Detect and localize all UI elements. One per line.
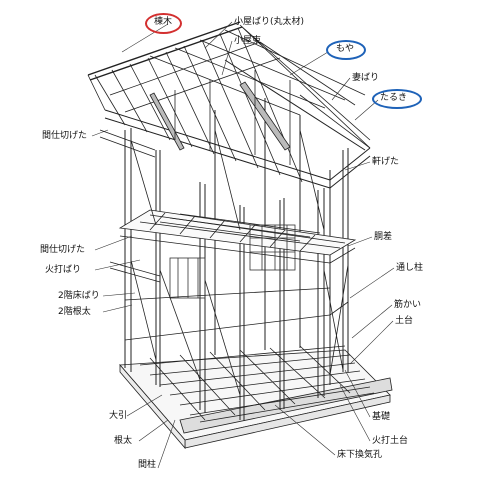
label-nikai-yukabari: 2階床ばり bbox=[58, 291, 100, 301]
label-moya: もや bbox=[336, 44, 355, 54]
label-mabashira: 間柱 bbox=[138, 460, 157, 470]
label-dodai: 土台 bbox=[395, 316, 414, 326]
label-kiso: 基礎 bbox=[372, 412, 391, 422]
highlight-red-munagi bbox=[145, 13, 182, 34]
eave-beams bbox=[104, 59, 371, 189]
label-munagi: 棟木 bbox=[154, 17, 173, 27]
highlight-blue-moya bbox=[326, 40, 366, 60]
side-members bbox=[99, 129, 349, 341]
label-nokigeta: 軒げた bbox=[372, 157, 400, 167]
leader-lines bbox=[91, 21, 395, 469]
label-nikai-neda: 2階根太 bbox=[58, 307, 91, 317]
label-dousashi: 胴差 bbox=[374, 232, 393, 242]
label-hiuchibari: 火打ばり bbox=[45, 265, 82, 275]
label-koyabari: 小屋ばり(丸太材) bbox=[234, 17, 305, 27]
label-toushibashira: 通し柱 bbox=[396, 263, 424, 273]
braces bbox=[130, 129, 349, 396]
label-majikiri-upper: 間仕切げた bbox=[42, 131, 88, 141]
label-hiuchi-dodai: 火打土台 bbox=[372, 436, 409, 446]
foundation bbox=[119, 349, 393, 450]
label-tsumabari: 妻ばり bbox=[352, 73, 380, 83]
roof-structure bbox=[87, 21, 371, 183]
label-sujikai: 筋かい bbox=[394, 300, 422, 310]
house-frame-drawing bbox=[87, 21, 393, 450]
label-oobiki: 大引 bbox=[109, 411, 128, 421]
label-neda: 根太 bbox=[114, 436, 133, 446]
label-majikiri-mid: 間仕切げた bbox=[40, 245, 86, 255]
label-yukashita-kankikou: 床下換気孔 bbox=[337, 450, 383, 460]
second-floor-walls bbox=[169, 224, 296, 299]
highlight-blue-taruki bbox=[372, 89, 422, 109]
second-floor-beams bbox=[118, 209, 357, 264]
label-koyazuka: 小屋束 bbox=[234, 36, 262, 46]
label-taruki: たるき bbox=[380, 93, 408, 103]
